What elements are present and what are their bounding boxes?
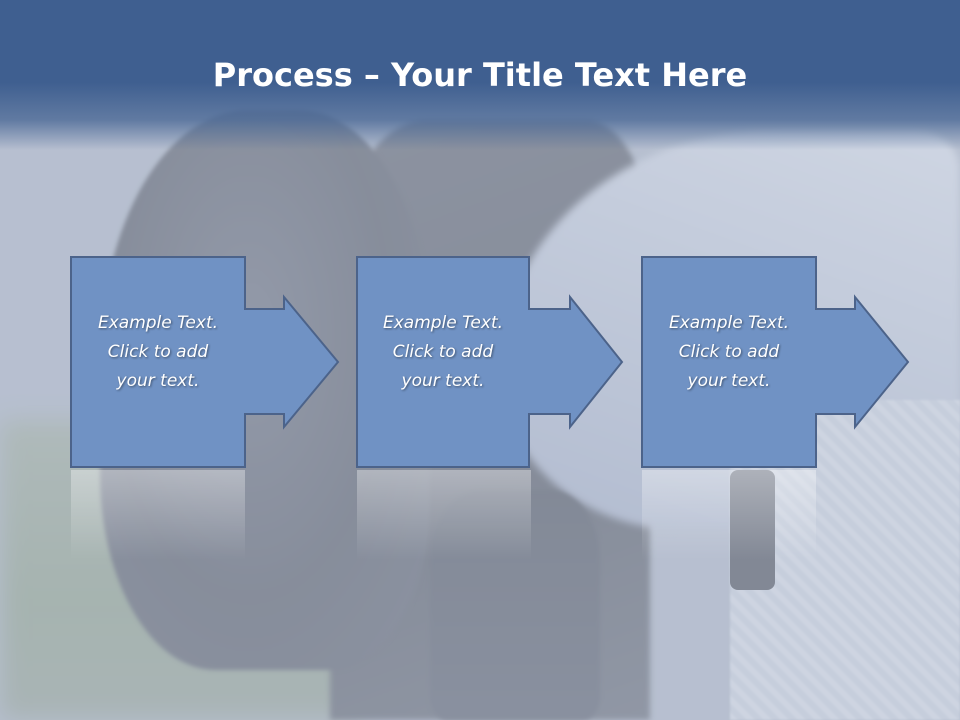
process-step-2[interactable]: Example Text. Click to add your text. <box>356 256 647 468</box>
title-bar <box>0 0 960 150</box>
step-reflection-1 <box>71 470 245 560</box>
step-text-line: Example Text. <box>668 313 790 333</box>
slide-title[interactable]: Process – Your Title Text Here <box>0 52 960 98</box>
step-text-2[interactable]: Example Text. Click to add your text. <box>357 309 529 396</box>
process-step-3[interactable]: Example Text. Click to add your text. <box>641 256 932 468</box>
step-shape-2 <box>356 256 624 468</box>
step-reflection-3 <box>642 470 816 560</box>
step-reflection-2 <box>357 470 531 560</box>
step-text-line: your text. <box>116 371 200 391</box>
step-text-line: Click to add <box>678 342 780 362</box>
process-step-1[interactable]: Example Text. Click to add your text. <box>70 256 361 468</box>
step-shape-3 <box>641 256 910 468</box>
step-text-line: Example Text. <box>382 313 504 333</box>
step-text-line: your text. <box>401 371 485 391</box>
title-bold: Process <box>212 56 353 94</box>
step-text-3[interactable]: Example Text. Click to add your text. <box>642 309 816 396</box>
step-text-line: Click to add <box>392 342 494 362</box>
title-rest: – Your Title Text Here <box>352 56 748 94</box>
step-text-line: your text. <box>687 371 771 391</box>
step-shape-1 <box>70 256 340 468</box>
step-text-line: Example Text. <box>97 313 219 333</box>
step-text-line: Click to add <box>107 342 209 362</box>
step-text-1[interactable]: Example Text. Click to add your text. <box>71 309 245 396</box>
